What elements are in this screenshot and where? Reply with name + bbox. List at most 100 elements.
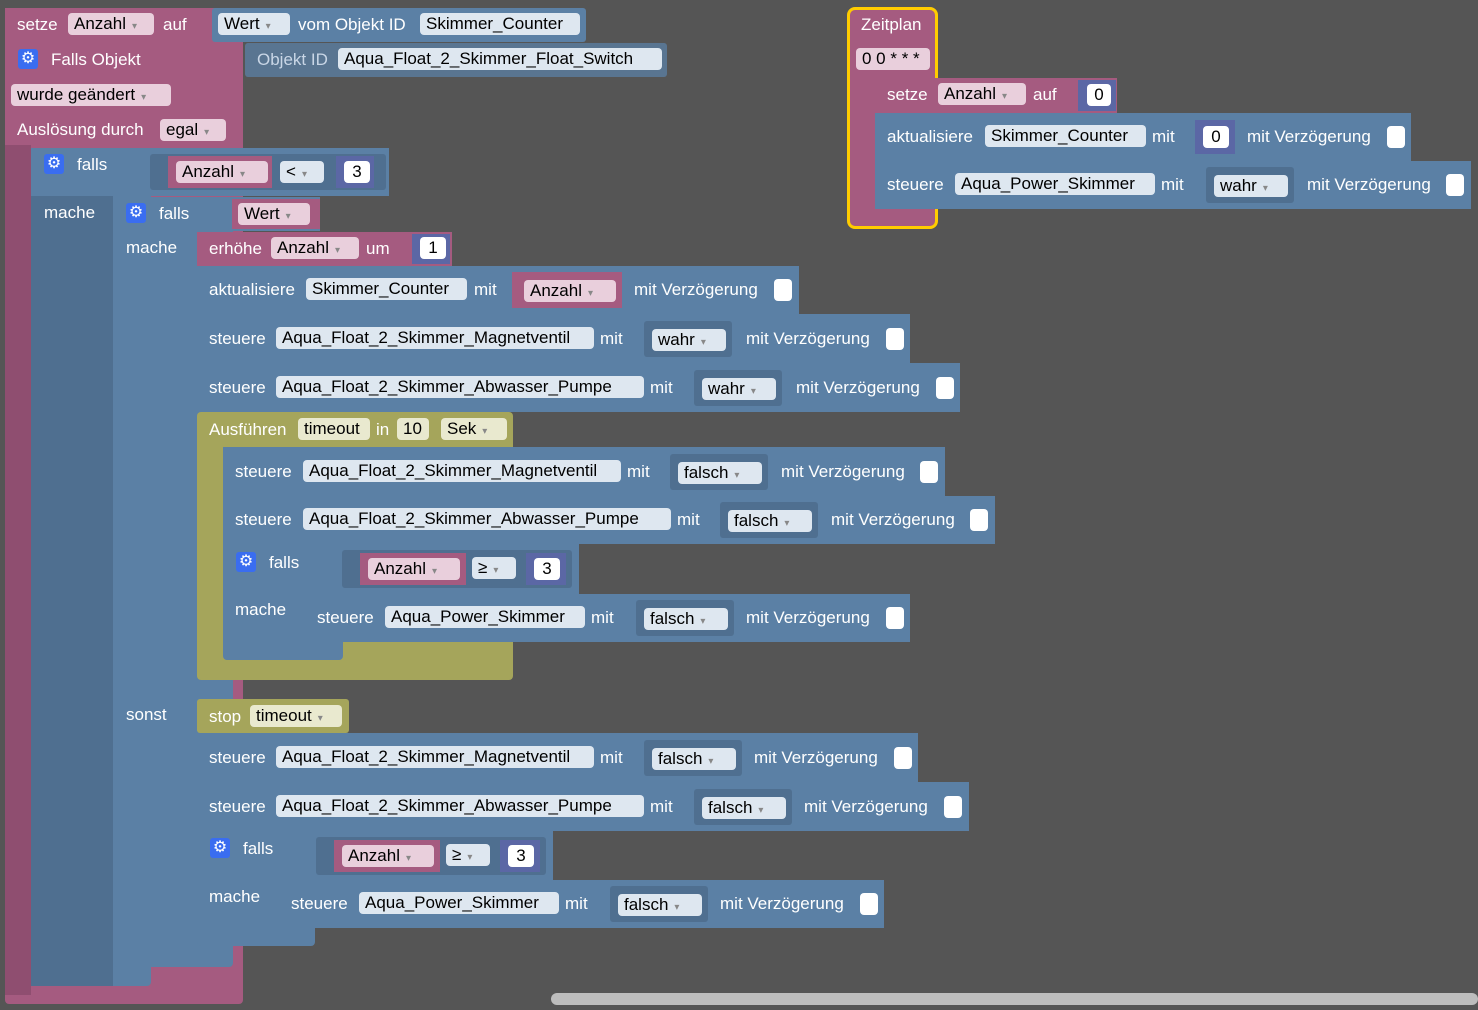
bool-dropdown[interactable]: wahr▾: [1214, 175, 1288, 197]
object-field[interactable]: Aqua_Float_2_Skimmer_Magnetventil: [276, 327, 594, 349]
bool-dropdown[interactable]: falsch▾: [728, 510, 812, 532]
wert-dropdown[interactable]: Wert▾: [238, 203, 310, 225]
counter-object-field[interactable]: Skimmer_Counter: [420, 13, 580, 35]
erhoehe-label: erhöhe: [209, 239, 262, 258]
delay-checkbox[interactable]: [894, 747, 912, 769]
wert-dropdown[interactable]: Wert▾: [218, 13, 290, 35]
in-label: in: [376, 420, 390, 439]
var-dropdown[interactable]: Anzahl▾: [176, 161, 268, 183]
delay-label: mit Verzögerung: [1247, 127, 1371, 146]
object-field[interactable]: Aqua_Power_Skimmer: [955, 173, 1155, 195]
bool-dropdown[interactable]: wahr▾: [652, 329, 726, 351]
falls-objekt-label: Falls Objekt: [51, 50, 141, 69]
object-field[interactable]: Skimmer_Counter: [306, 278, 467, 300]
bool-label: falsch: [684, 463, 729, 482]
chevron-down-icon: ▾: [758, 805, 764, 816]
object-field[interactable]: Aqua_Float_2_Skimmer_Abwasser_Pumpe: [276, 376, 644, 398]
delay-checkbox[interactable]: [1387, 126, 1405, 148]
object-field[interactable]: Aqua_Power_Skimmer: [385, 606, 585, 628]
timeout-value-field[interactable]: 10: [397, 418, 429, 440]
object-field[interactable]: Aqua_Float_2_Skimmer_Abwasser_Pumpe: [303, 508, 671, 530]
number-field[interactable]: 3: [508, 845, 534, 867]
gear-icon[interactable]: ⚙: [236, 552, 256, 572]
vom-objekt-label: vom Objekt ID: [298, 15, 406, 34]
trigger-dropdown[interactable]: egal▾: [160, 119, 226, 141]
gear-icon[interactable]: ⚙: [210, 838, 230, 858]
object-field[interactable]: Aqua_Float_2_Skimmer_Abwasser_Pumpe: [276, 795, 644, 817]
operator-dropdown[interactable]: ≥▾: [472, 557, 516, 579]
var-dropdown[interactable]: Anzahl▾: [368, 558, 460, 580]
delay-checkbox[interactable]: [920, 461, 938, 483]
falls-label: falls: [269, 553, 300, 572]
var-dropdown[interactable]: Anzahl ▾: [524, 280, 616, 302]
bool-dropdown[interactable]: falsch▾: [652, 748, 736, 770]
number-field[interactable]: 0: [1087, 84, 1111, 106]
delay-label: mit Verzögerung: [754, 748, 878, 767]
operator-dropdown[interactable]: ≥▾: [446, 844, 490, 866]
chevron-down-icon: ▾: [285, 211, 291, 222]
chevron-down-icon: ▾: [750, 386, 756, 397]
steuere-label: steuere: [209, 329, 266, 348]
mit-label: mit: [600, 329, 623, 348]
number-field[interactable]: 3: [344, 161, 370, 183]
steuere-label: steuere: [235, 462, 292, 481]
timeout-name-label: timeout: [256, 706, 312, 725]
mache-label: mache: [44, 203, 96, 222]
change-mode-dropdown[interactable]: wurde geändert▾: [11, 84, 171, 106]
var-dropdown[interactable]: Anzahl▾: [271, 237, 359, 259]
gear-icon[interactable]: ⚙: [18, 49, 38, 69]
gear-icon[interactable]: ⚙: [44, 154, 64, 174]
unit-dropdown[interactable]: Sek▾: [441, 418, 507, 440]
float-switch-object-field[interactable]: Aqua_Float_2_Skimmer_Float_Switch: [338, 48, 662, 70]
operator-dropdown[interactable]: <▾: [280, 161, 324, 183]
delay-label: mit Verzögerung: [746, 608, 870, 627]
delay-checkbox[interactable]: [970, 509, 988, 531]
bool-dropdown[interactable]: falsch▾: [678, 462, 762, 484]
bool-label: falsch: [650, 609, 695, 628]
number-field[interactable]: 1: [420, 237, 446, 259]
var-label: Anzahl: [530, 281, 582, 300]
var-anzahl-dropdown[interactable]: Anzahl▾: [68, 13, 154, 35]
bool-dropdown[interactable]: falsch▾: [644, 608, 728, 630]
delay-checkbox[interactable]: [1446, 174, 1464, 196]
timeout-name-field[interactable]: timeout: [298, 418, 370, 440]
delay-checkbox[interactable]: [860, 893, 878, 915]
trigger-label: Auslösung durch: [17, 120, 144, 139]
update-block[interactable]: [197, 266, 799, 314]
delay-checkbox[interactable]: [936, 377, 954, 399]
bool-dropdown[interactable]: falsch ▾: [702, 797, 786, 819]
cron-field[interactable]: 0 0 * * *: [856, 48, 930, 70]
horizontal-scrollbar[interactable]: [551, 993, 1478, 1005]
auf-label: auf: [1033, 85, 1057, 104]
mache-label: mache: [235, 600, 287, 619]
object-field[interactable]: Aqua_Power_Skimmer: [359, 892, 559, 914]
var-dropdown[interactable]: Anzahl▾: [938, 83, 1026, 105]
object-field[interactable]: Aqua_Float_2_Skimmer_Magnetventil: [276, 746, 594, 768]
bool-dropdown[interactable]: falsch▾: [618, 894, 702, 916]
object-field[interactable]: Aqua_Float_2_Skimmer_Magnetventil: [303, 460, 621, 482]
number-field[interactable]: 3: [534, 558, 560, 580]
mit-label: mit: [600, 748, 623, 767]
steuere-label: steuere: [209, 797, 266, 816]
delay-checkbox[interactable]: [944, 796, 962, 818]
delay-checkbox[interactable]: [886, 607, 904, 629]
timeout-name-dropdown[interactable]: timeout▾: [250, 705, 342, 727]
var-dropdown[interactable]: Anzahl▾: [342, 845, 434, 867]
object-field[interactable]: Skimmer_Counter: [985, 125, 1146, 147]
mit-label: mit: [627, 462, 650, 481]
chevron-down-icon: ▾: [587, 288, 594, 299]
unit-label: Sek: [447, 419, 477, 438]
stop-label: stop: [209, 707, 242, 726]
var-label: Anzahl: [74, 14, 126, 33]
number-field[interactable]: 0: [1203, 126, 1229, 148]
chevron-down-icon: ▾: [265, 21, 271, 32]
gear-icon[interactable]: ⚙: [126, 203, 146, 223]
bool-dropdown[interactable]: wahr▾: [702, 378, 776, 400]
mache-label: mache: [209, 887, 261, 906]
bool-label: falsch: [708, 798, 753, 817]
operator-label: ≥: [452, 845, 462, 864]
delay-label: mit Verzögerung: [796, 378, 920, 397]
delay-checkbox[interactable]: [774, 279, 792, 301]
var-label: Anzahl: [348, 846, 400, 865]
delay-checkbox[interactable]: [886, 328, 904, 350]
